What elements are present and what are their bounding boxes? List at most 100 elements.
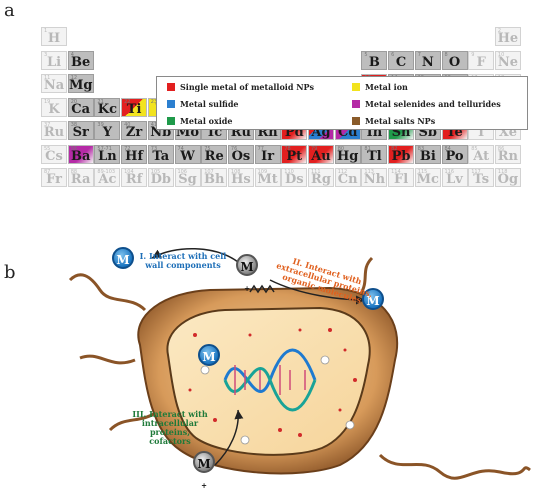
metal-nanoparticle-2: M bbox=[362, 288, 384, 310]
element-symbol: N bbox=[421, 54, 434, 70]
atomic-number: 10 bbox=[497, 51, 505, 58]
element-symbol: Pb bbox=[391, 148, 411, 164]
atomic-number: 113 bbox=[364, 169, 374, 175]
atomic-number: 56 bbox=[70, 145, 78, 152]
panel-label-b: b bbox=[4, 262, 16, 283]
atomic-number: 23 bbox=[150, 98, 158, 105]
element-symbol: Rf bbox=[125, 172, 143, 187]
atomic-number: 111 bbox=[311, 169, 321, 175]
atomic-number: 3 bbox=[44, 51, 48, 58]
atomic-number: 2 bbox=[497, 28, 502, 34]
element-symbol: Ba bbox=[70, 148, 91, 164]
atomic-number: 22 bbox=[124, 98, 131, 105]
label-cell-wall-interaction: I. Interact with cell wall components bbox=[139, 251, 227, 270]
metal-ion-bottom: M+ bbox=[193, 451, 215, 490]
element-symbol: W bbox=[180, 148, 195, 164]
element-symbol: Rg bbox=[311, 172, 331, 187]
flagellum bbox=[358, 256, 374, 296]
atomic-number: 6 bbox=[391, 51, 395, 58]
atomic-number: 115 bbox=[417, 169, 428, 175]
element-symbol: Hs bbox=[231, 172, 251, 187]
element-symbol: Hf bbox=[125, 148, 144, 164]
atomic-number: 78 bbox=[284, 145, 291, 152]
element-symbol: Ta bbox=[152, 148, 170, 164]
element-symbol: Ds bbox=[285, 172, 304, 187]
bacteria-diagram: M M+ M M M+ I. Interact with cell wall c… bbox=[0, 240, 550, 500]
element-symbol: B bbox=[368, 54, 380, 70]
atomic-number: 19 bbox=[44, 98, 51, 105]
atomic-number: 105 bbox=[150, 169, 161, 175]
element-symbol: Fr bbox=[46, 172, 62, 187]
element-symbol: Pt bbox=[286, 148, 303, 164]
atomic-number: 117 bbox=[471, 169, 481, 175]
legend-label: Metal selenides and tellurides bbox=[365, 99, 501, 109]
atomic-number: 75 bbox=[204, 145, 211, 152]
element-symbol: Rn bbox=[497, 148, 519, 164]
element-symbol: Hg bbox=[337, 148, 359, 164]
atomic-number: 55 bbox=[44, 145, 51, 152]
legend-item-single: Single metal of metalloid NPs bbox=[167, 82, 314, 92]
periodic-table: 1H2He3Li4Be5B6C7N8O9F10Ne11Na12Mg13Al14S… bbox=[38, 23, 548, 222]
atomic-number: 112 bbox=[337, 169, 348, 175]
element-symbol: Db bbox=[150, 172, 171, 187]
dna-rungs bbox=[234, 365, 306, 395]
atomic-number: 74 bbox=[177, 145, 184, 152]
legend-label: Metal ion bbox=[365, 82, 408, 92]
atomic-number: 80 bbox=[337, 145, 345, 152]
atomic-number: 40 bbox=[124, 122, 131, 128]
panel-label-a: a bbox=[4, 0, 15, 21]
element-symbol: Ac bbox=[98, 172, 117, 187]
label-intracellular-interaction: III. Interact with intracellular protein… bbox=[132, 409, 208, 446]
element-symbol: He bbox=[497, 31, 519, 46]
metal-ion-top: M+ bbox=[236, 254, 258, 293]
atomic-number: 108 bbox=[230, 169, 241, 175]
atomic-number: 73 bbox=[150, 145, 158, 152]
element-symbol: Lv bbox=[446, 172, 463, 187]
legend-item-sulfide: Metal sulfide bbox=[167, 99, 239, 109]
arrow-to-intracellular bbox=[214, 409, 244, 466]
legend-swatch-ion bbox=[352, 83, 360, 91]
element-symbol: Bi bbox=[419, 148, 436, 164]
vesicles bbox=[200, 355, 355, 445]
element-symbol: Ln bbox=[98, 148, 117, 164]
atomic-number: 104 bbox=[124, 169, 134, 175]
element-symbol: Na bbox=[43, 78, 65, 93]
element-symbol: Cs bbox=[45, 148, 63, 164]
atomic-number: 79 bbox=[311, 145, 318, 152]
membrane-protein bbox=[249, 284, 275, 294]
atomic-number: 82 bbox=[391, 145, 398, 152]
element-symbol: Ca bbox=[71, 101, 91, 117]
metal-nanoparticle-1: M bbox=[112, 247, 134, 269]
atomic-number: 20 bbox=[70, 98, 78, 105]
bacterium-illustration bbox=[68, 248, 531, 480]
atomic-number: 85 bbox=[471, 145, 478, 152]
